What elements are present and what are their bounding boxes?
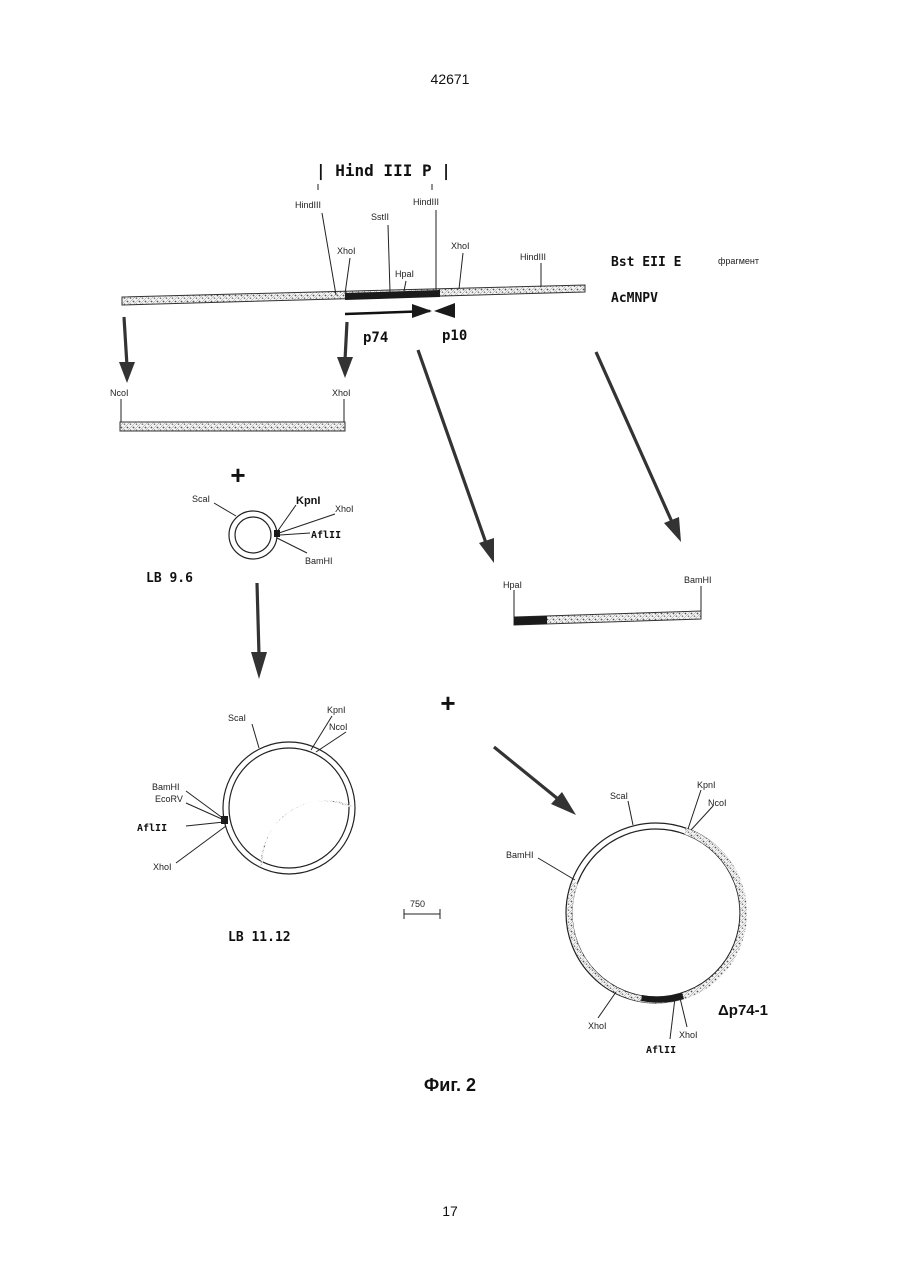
dp74-bamhi-line <box>538 858 575 880</box>
dp74-name: Δp74-1 <box>718 1002 768 1019</box>
plus-sign-2: + <box>440 688 455 718</box>
dp74-xhoi-2-line <box>680 998 687 1027</box>
lb96-bamhi-label: BamHI <box>305 556 333 566</box>
hpai-label: HpaI <box>503 580 522 590</box>
arrow-to-hpai <box>418 350 486 543</box>
lb96-bamhi-line <box>277 538 307 553</box>
lb1112-bamhi-line <box>186 791 224 819</box>
lb1112-aflii-line <box>186 822 224 826</box>
lb1112-kpni-label: KpnI <box>327 705 346 715</box>
lb96-aflii-line <box>280 533 310 535</box>
dp74-kpni-label: KpnI <box>697 780 716 790</box>
lb1112-inner-ring <box>229 748 349 868</box>
dp74-aflii-line <box>670 998 675 1039</box>
arrow-head-ncoi <box>119 362 135 383</box>
lb1112-xhoi-label: XhoI <box>153 862 172 872</box>
xhoi-label: XhoI <box>332 388 351 398</box>
site-label-sstii: SstII <box>371 212 389 222</box>
scale-bar-label: 750 <box>410 899 425 909</box>
lb96-kpni-label: KpnI <box>296 495 320 507</box>
arrow-down-xhoi <box>345 322 347 360</box>
lb1112-insert-region <box>260 801 355 868</box>
lb96-insert-site <box>274 530 280 537</box>
p74-arrowhead <box>412 304 432 318</box>
lb1112-scai-label: ScaI <box>228 713 246 723</box>
dp74-solid-region <box>641 993 684 1003</box>
lb96-scai-label: ScaI <box>192 494 210 504</box>
figure-caption: Фиг. 2 <box>424 1075 476 1095</box>
dp74-xhoi-1-label: XhoI <box>588 1021 607 1031</box>
lb1112-ncoi-label: NcoI <box>329 722 348 732</box>
site-line-xhoi-2 <box>459 253 463 289</box>
acmnpv-label: AcMNPV <box>611 291 658 306</box>
site-label-hindiii-2: HindIII <box>413 197 439 207</box>
lb96-name: LB 9.6 <box>146 571 193 586</box>
hind-iii-p-bracket: | Hind III P | <box>316 161 451 181</box>
arrow-head-bamhi <box>664 517 681 542</box>
header-number: 42671 <box>431 71 470 87</box>
p10-label: p10 <box>442 328 467 344</box>
dp74-insert-region <box>567 828 747 1003</box>
site-label-xhoi-2: XhoI <box>451 241 470 251</box>
dp74-xhoi-1-line <box>598 992 616 1018</box>
page-number: 17 <box>442 1203 458 1219</box>
lb1112-ecorv-label: EcoRV <box>155 794 183 804</box>
lb1112-bamhi-label: BamHI <box>152 782 180 792</box>
plus-sign-1: + <box>230 460 245 490</box>
arrow-to-dp74 <box>494 747 558 799</box>
arrow-head-lb1112 <box>251 652 267 679</box>
site-line-xhoi-1 <box>345 258 350 294</box>
arrow-to-bamhi <box>596 352 672 522</box>
bamhi-label: BamHI <box>684 575 712 585</box>
lb96-outer-ring <box>229 511 277 559</box>
dp74-xhoi-2-label: XhoI <box>679 1030 698 1040</box>
dp74-aflii-label: AflII <box>646 1045 676 1056</box>
site-label-hindiii-1: HindIII <box>295 200 321 210</box>
bst-eii-e-label: Bst EII E <box>611 255 681 270</box>
hpai-bamhi-solid-region <box>514 616 547 625</box>
site-label-hindiii-3: HindIII <box>520 252 546 262</box>
arrow-head-hpai <box>479 538 494 563</box>
dp74-scai-line <box>628 801 633 825</box>
ncoi-label: NcoI <box>110 388 129 398</box>
fragment-word: фрагмент <box>718 256 759 266</box>
arrow-lb96-to-lb1112 <box>257 583 259 655</box>
site-line-sstii <box>388 225 390 292</box>
lb1112-scai-line <box>252 724 259 748</box>
ncoi-xhoi-fragment-bar <box>120 422 345 431</box>
dp74-ncoi-label: NcoI <box>708 798 727 808</box>
lb96-inner-ring <box>235 517 271 553</box>
dp74-bamhi-label: BamHI <box>506 850 534 860</box>
dp74-inner-ring <box>572 829 740 997</box>
lb1112-outer-ring <box>223 742 355 874</box>
lb1112-xhoi-line <box>176 826 226 863</box>
lb1112-name: LB 11.12 <box>228 930 291 945</box>
site-line-hindiii-1 <box>322 213 336 295</box>
arrow-head-xhoi <box>337 357 353 378</box>
p10-arrowhead <box>434 303 455 318</box>
dp74-kpni-line <box>688 790 701 829</box>
lb1112-aflii-label: AflII <box>137 823 167 834</box>
lb96-aflii-label: AflII <box>311 530 341 541</box>
lb96-xhoi-label: XhoI <box>335 504 354 514</box>
lb96-scai-line <box>214 503 236 516</box>
arrow-down-ncoi <box>124 317 127 366</box>
dp74-scai-label: ScaI <box>610 791 628 801</box>
site-label-hpai: HpaI <box>395 269 414 279</box>
p74-label: p74 <box>363 330 388 346</box>
site-label-xhoi-1: XhoI <box>337 246 356 256</box>
